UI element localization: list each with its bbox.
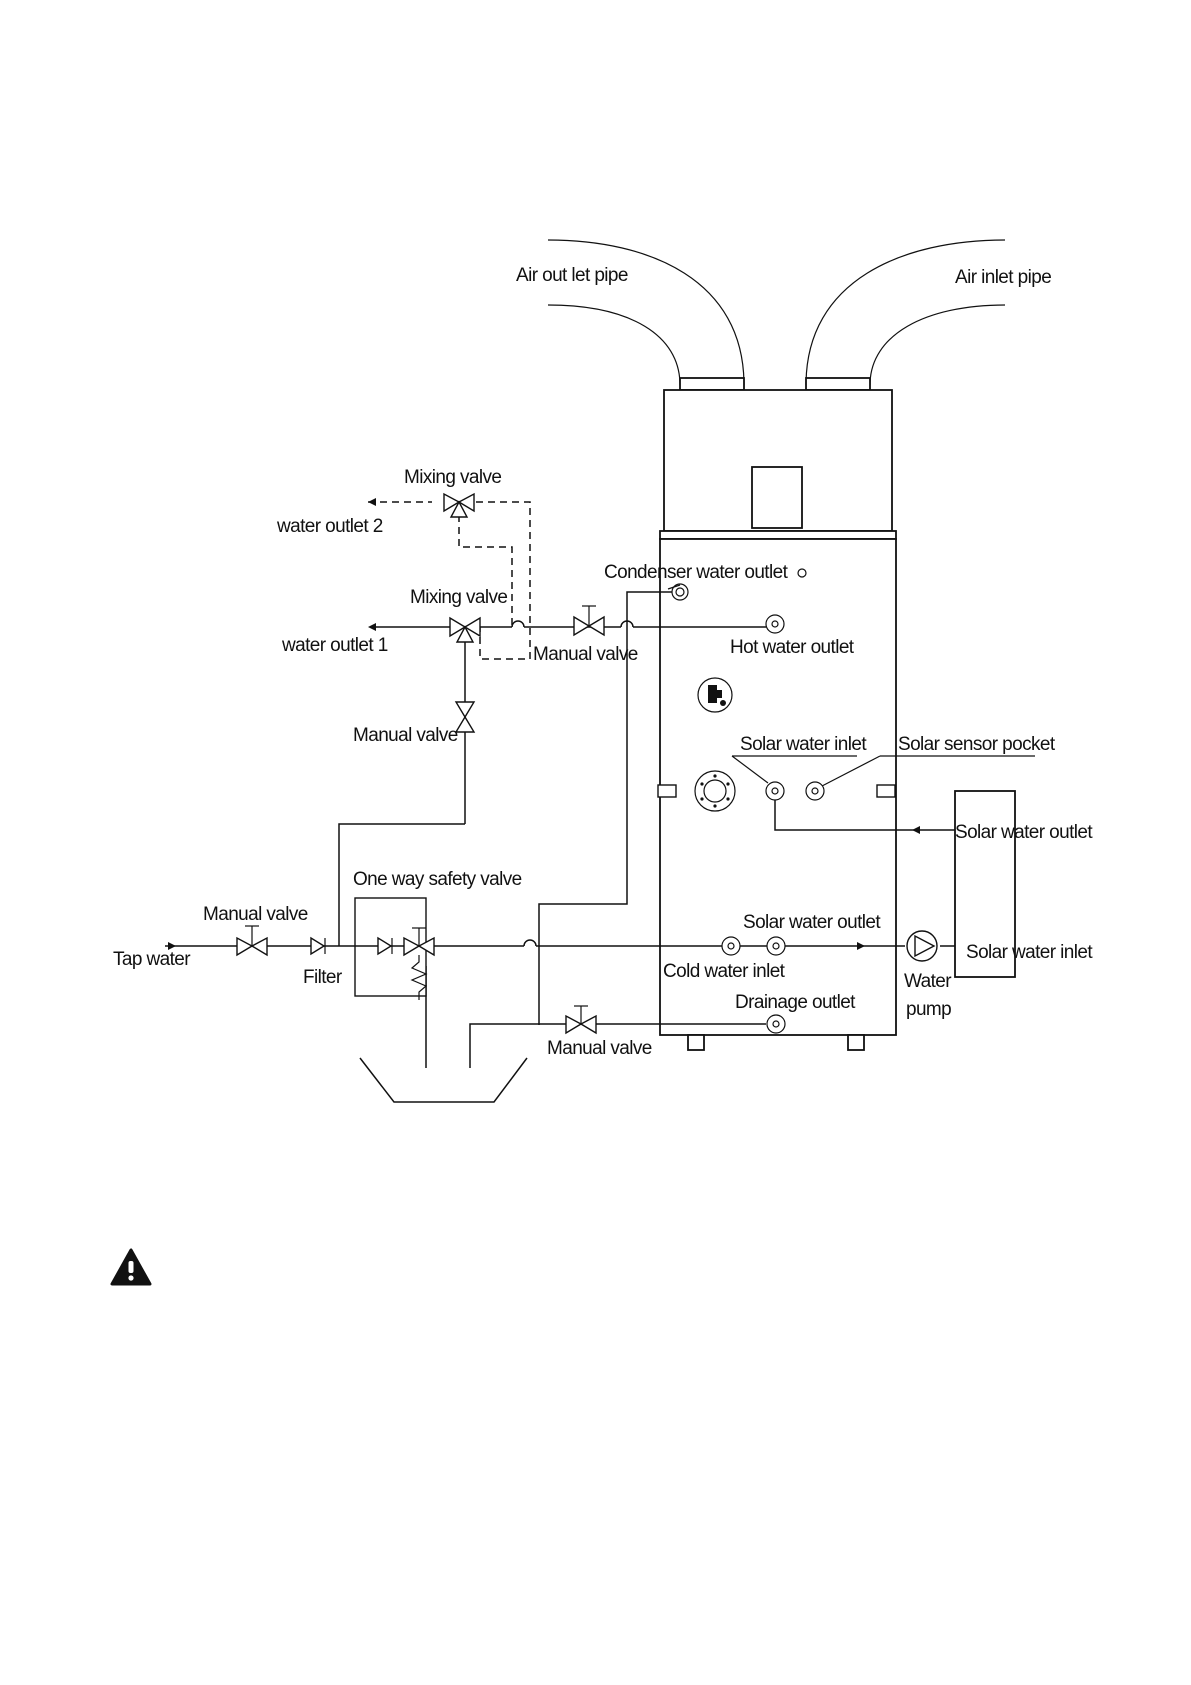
solar-sensor-pocket-fitting [805, 781, 825, 801]
label-water-pump-line1: Water [904, 971, 952, 992]
label-mixing-valve-top: Mixing valve [404, 467, 501, 488]
thermostat-icon [697, 677, 733, 713]
label-mixing-valve-mid: Mixing valve [410, 587, 507, 608]
label-filter: Filter [303, 967, 343, 988]
manual-valve-hot [573, 605, 605, 637]
mixing-valve-top [443, 492, 475, 518]
one-way-safety-valve [354, 897, 435, 1000]
mixing-valve-mid [449, 616, 481, 643]
label-drainage-outlet: Drainage outlet [735, 992, 856, 1013]
label-air-inlet-pipe: Air inlet pipe [955, 267, 1051, 288]
label-solar-water-inlet-tank: Solar water inlet [740, 734, 867, 755]
label-one-way-safety-valve: One way safety valve [353, 869, 522, 890]
label-manual-valve-hot: Manual valve [533, 644, 638, 665]
label-cold-water-inlet: Cold water inlet [663, 961, 786, 982]
label-water-outlet-2: water outlet 2 [276, 516, 383, 537]
label-hot-water-outlet: Hot water outlet [730, 637, 855, 658]
hot-water-outlet-fitting [765, 614, 785, 634]
label-manual-valve-vertical: Manual valve [353, 725, 458, 746]
label-solar-water-outlet-tank: Solar water outlet [743, 912, 881, 933]
label-water-outlet-1: water outlet 1 [281, 635, 388, 656]
heat-pump-unit [657, 377, 897, 1051]
manual-valve-vertical [454, 701, 476, 733]
label-tap-water: Tap water [113, 949, 191, 970]
drainage-outlet-fitting [766, 1014, 786, 1034]
label-manual-valve-tap: Manual valve [203, 904, 308, 925]
label-air-outlet-pipe: Air out let pipe [516, 265, 628, 286]
flange-port [694, 770, 736, 812]
air-inlet-duct [805, 239, 1006, 386]
label-condenser-water-outlet: Condenser water outlet [604, 562, 789, 583]
label-solar-water-inlet-right: Solar water inlet [966, 942, 1093, 963]
label-solar-sensor-pocket: Solar sensor pocket [898, 734, 1056, 755]
manual-valve-drain [565, 1005, 597, 1035]
water-pump-icon [906, 930, 938, 962]
filter-valve [310, 936, 326, 956]
label-water-pump-line2: pump [906, 999, 951, 1020]
label-manual-valve-drain: Manual valve [547, 1038, 652, 1059]
piping [165, 498, 1035, 1103]
label-solar-water-outlet-right: Solar water outlet [955, 822, 1093, 843]
manual-valve-tap [236, 925, 268, 957]
air-outlet-duct [547, 239, 745, 386]
warning-triangle-icon [110, 1248, 152, 1286]
